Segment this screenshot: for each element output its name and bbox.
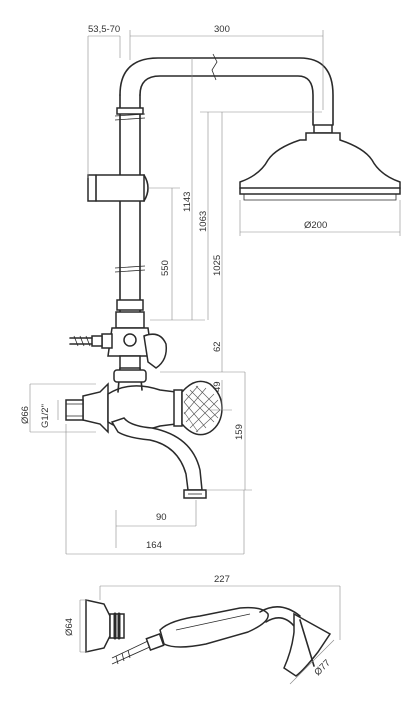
dim-arm-reach: 300 bbox=[214, 24, 230, 35]
diverter-assembly bbox=[69, 311, 168, 369]
bath-mixer bbox=[65, 367, 223, 436]
handshower-dimension-lines bbox=[79, 585, 341, 685]
dim-height-total: 1143 bbox=[182, 192, 193, 212]
shower-head bbox=[239, 124, 401, 201]
shower-column bbox=[87, 53, 334, 313]
dim-height-to-pipe: 1025 bbox=[212, 255, 223, 276]
dim-outlet-height: 49 bbox=[212, 381, 223, 392]
dim-thread-size: G1/2" bbox=[40, 404, 51, 428]
dim-handshower-head-diameter: Ø77 bbox=[312, 658, 332, 678]
dim-slide-distance: 550 bbox=[160, 260, 171, 276]
dimension-labels: 53,5-70 300 1143 1063 1025 550 62 49 159… bbox=[20, 24, 333, 678]
dim-flange-diameter: Ø66 bbox=[20, 406, 31, 424]
handshower bbox=[85, 599, 332, 677]
slide-bracket bbox=[87, 174, 149, 202]
dimension-lines bbox=[29, 30, 401, 555]
dim-head-diameter: Ø200 bbox=[304, 220, 327, 231]
dim-handshower-length: 227 bbox=[214, 574, 230, 585]
dim-height-to-head: 1063 bbox=[198, 211, 209, 232]
dim-diverter-height: 62 bbox=[212, 341, 223, 352]
dim-mixer-depth: 164 bbox=[146, 540, 162, 551]
dim-spout-drop: 159 bbox=[234, 424, 245, 440]
spout bbox=[110, 417, 207, 499]
dim-hose-connector-diameter: Ø64 bbox=[64, 618, 75, 636]
dim-spout-reach: 90 bbox=[156, 512, 167, 523]
dim-arm-offset: 53,5-70 bbox=[88, 24, 120, 35]
